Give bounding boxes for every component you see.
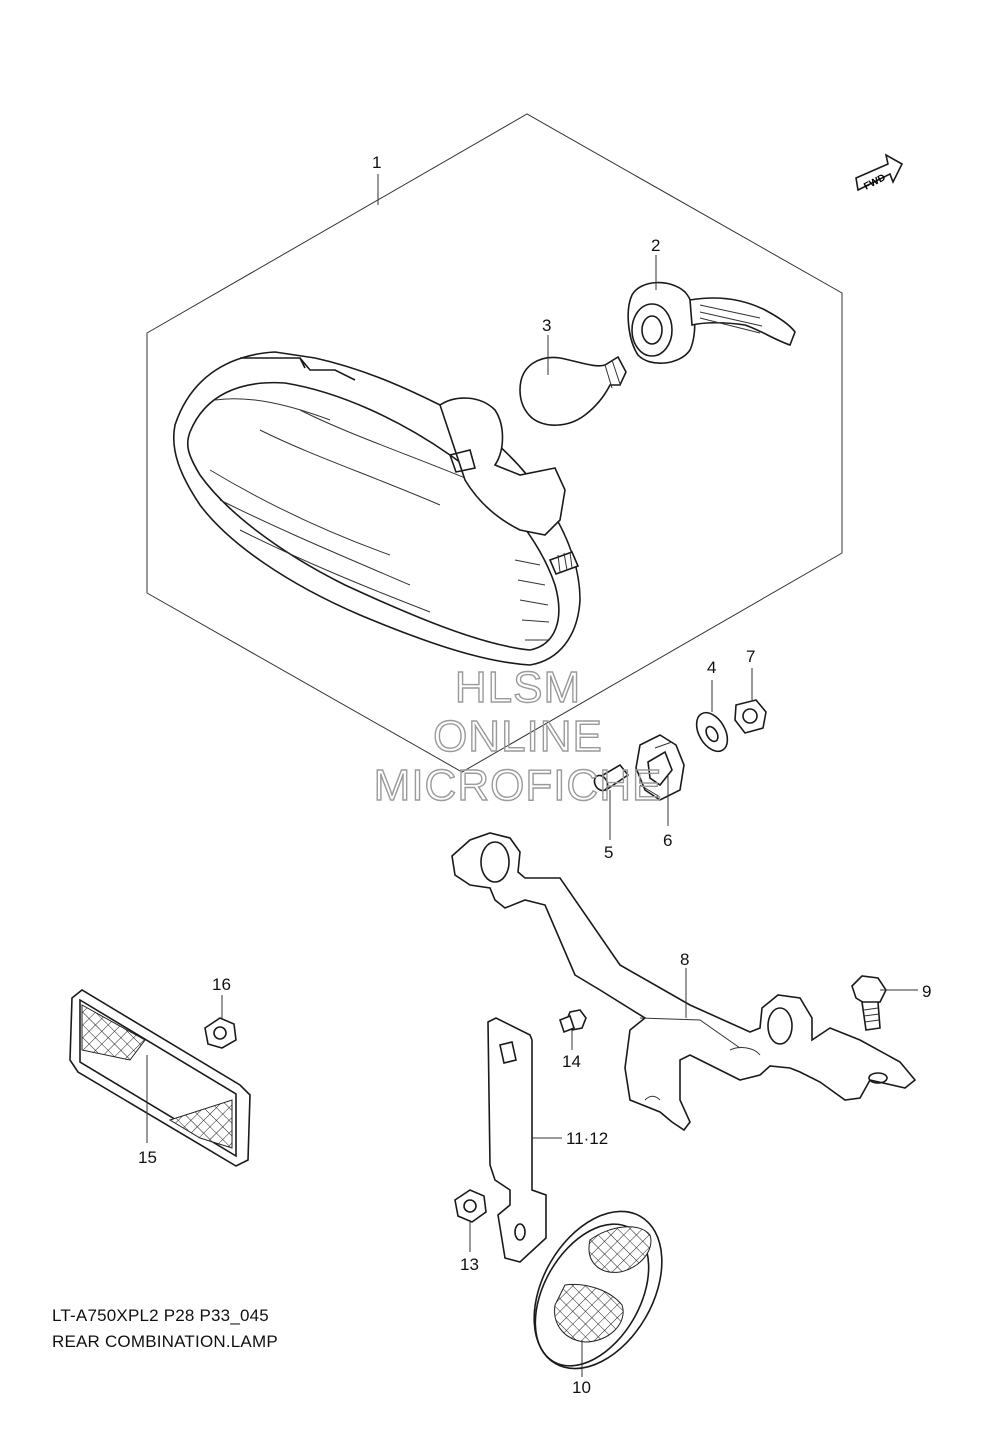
part-label-1[interactable]: 1 — [372, 153, 381, 172]
part-label-6[interactable]: 6 — [663, 831, 672, 850]
watermark-line-3: MICROFICHE — [374, 761, 663, 810]
nut-7 — [734, 699, 767, 734]
watermark: HLSM ONLINE MICROFICHE — [373, 662, 663, 810]
grommet — [635, 734, 685, 801]
assembly-outline — [146, 113, 843, 773]
part-label-8[interactable]: 8 — [680, 950, 689, 969]
screw-14 — [559, 1009, 587, 1034]
diagram-title: REAR COMBINATION.LAMP — [52, 1332, 278, 1351]
nut-16 — [204, 1017, 237, 1049]
part-label-5[interactable]: 5 — [604, 843, 613, 862]
leader-lines — [146, 174, 918, 1377]
watermark-line-1: HLSM — [455, 663, 581, 712]
part-label-7[interactable]: 7 — [746, 647, 755, 666]
bolt-9 — [851, 975, 887, 1031]
bulb-socket — [627, 281, 796, 365]
collar — [593, 763, 630, 792]
part-label-14[interactable]: 14 — [562, 1052, 581, 1071]
diagram-code: LT-A750XPL2 P28 P33_045 — [52, 1306, 269, 1325]
part-label-11-12[interactable]: 11·12 — [566, 1129, 608, 1148]
rect-reflector — [69, 989, 251, 1167]
part-label-10[interactable]: 10 — [572, 1378, 591, 1397]
part-label-3[interactable]: 3 — [542, 316, 551, 335]
round-reflector — [533, 1210, 663, 1370]
part-label-15[interactable]: 15 — [138, 1148, 157, 1167]
part-label-4[interactable]: 4 — [707, 658, 716, 677]
lamp-bracket — [451, 832, 917, 1132]
tail-bulb — [519, 355, 627, 426]
part-label-9[interactable]: 9 — [922, 982, 931, 1001]
washer — [695, 711, 729, 753]
watermark-line-2: ONLINE — [433, 712, 603, 761]
part-label-16[interactable]: 16 — [212, 975, 231, 994]
tail-lamp-housing — [172, 351, 581, 666]
part-label-13[interactable]: 13 — [460, 1255, 479, 1274]
part-labels: 1 2 3 4 5 6 7 8 9 10 11·12 13 14 15 16 — [138, 153, 931, 1397]
reflector-bracket — [487, 1017, 547, 1263]
part-label-2[interactable]: 2 — [651, 236, 660, 255]
fwd-arrow-icon: FWD — [855, 153, 904, 193]
nut-13 — [454, 1189, 487, 1223]
